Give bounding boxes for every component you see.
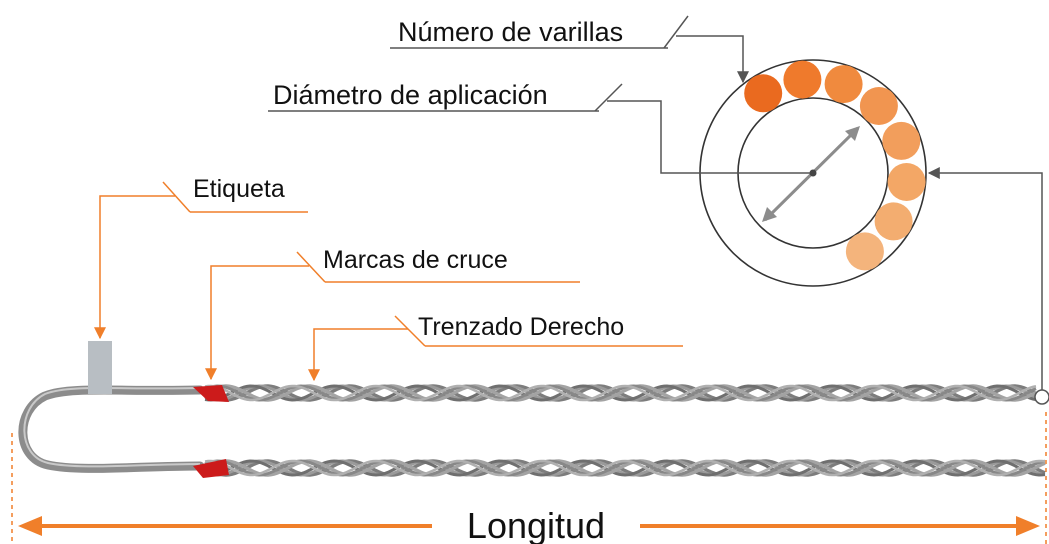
rod-circle	[887, 163, 926, 201]
length-dimension: Longitud	[11, 412, 1047, 544]
length-label: Longitud	[467, 505, 605, 544]
tag-leader	[94, 195, 175, 340]
helix-strand	[204, 459, 1046, 477]
rod-end-cap	[1034, 389, 1049, 405]
helix-strand	[204, 459, 1046, 477]
cross-section	[699, 59, 927, 287]
right-lay-slash	[394, 315, 426, 347]
tag-label: Etiqueta	[193, 175, 285, 203]
rod-circle	[874, 202, 913, 241]
crossover-callout: Marcas de cruce	[205, 246, 580, 381]
rod-circles	[744, 60, 926, 271]
rod-circle	[859, 87, 898, 125]
rod-circle	[783, 60, 822, 99]
rod-count-leader-line	[676, 35, 749, 84]
diameter-arrow-head-top	[845, 126, 860, 141]
center-dot	[809, 169, 817, 177]
rod-loop-highlight	[23, 387, 201, 468]
helix-strand	[204, 384, 1037, 402]
rod-count-callout: Número de varillas	[390, 15, 749, 84]
right-lay-leader	[308, 328, 408, 382]
rod-loop	[18, 385, 205, 473]
crossover-leader	[205, 265, 309, 381]
rod-count-leader	[663, 15, 689, 49]
tag-block	[88, 341, 112, 394]
length-arrowhead-right	[1016, 516, 1040, 536]
tag-slash	[162, 181, 191, 213]
helix-bottom	[204, 459, 1046, 477]
rod-end-leader	[927, 167, 1043, 392]
right-lay-callout: Trenzado Derecho	[308, 313, 683, 382]
tag-callout: Etiqueta	[94, 175, 308, 340]
rod-circle	[845, 232, 884, 271]
crossover-mark-bottom	[193, 459, 229, 478]
diameter-arrow-head-bottom	[762, 207, 777, 222]
rod-circle	[824, 65, 863, 104]
rod-circle	[882, 121, 921, 160]
preformed-rod	[18, 341, 1049, 478]
crossover-slash	[296, 251, 326, 283]
crossover-mark-top	[193, 385, 229, 402]
length-arrowhead-left	[18, 516, 42, 536]
helix-top	[204, 384, 1037, 402]
application-diameter-leader	[607, 100, 810, 174]
rod-count-label: Número de varillas	[398, 17, 623, 47]
rod-circle	[744, 74, 783, 113]
helix-strand	[204, 384, 1037, 402]
application-diameter-label: Diámetro de aplicación	[273, 80, 548, 110]
right-lay-label: Trenzado Derecho	[418, 313, 624, 341]
application-diameter-slash	[594, 83, 623, 112]
crossover-label: Marcas de cruce	[323, 246, 508, 274]
application-diameter-callout: Diámetro de aplicación	[268, 80, 810, 174]
